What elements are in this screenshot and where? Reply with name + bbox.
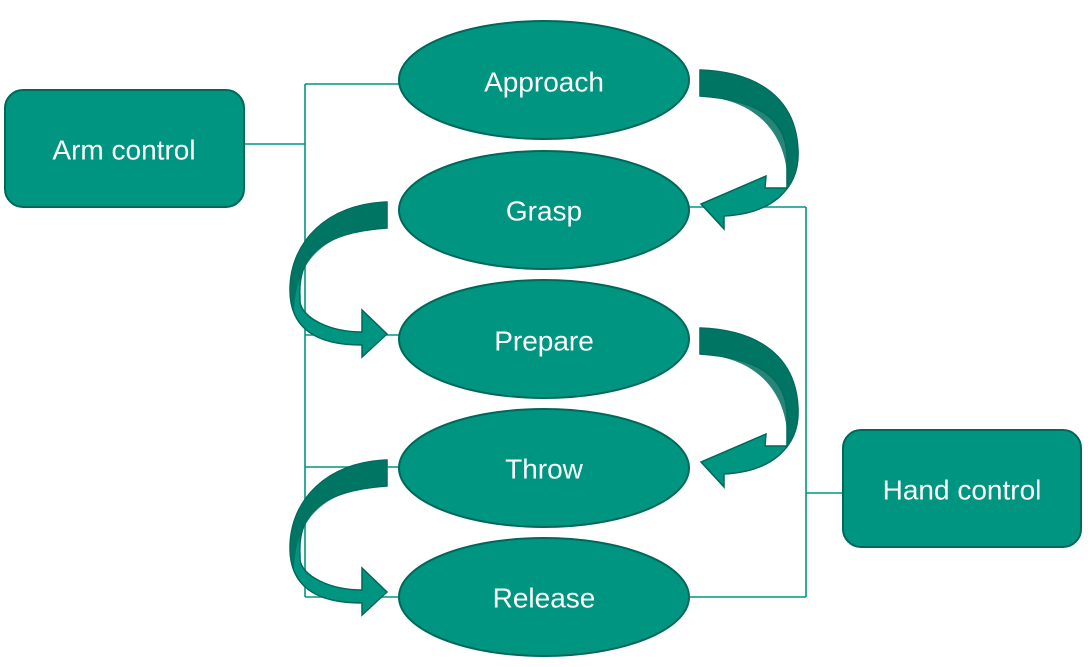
hand-connectors — [688, 206, 843, 598]
phase-throw-label: Throw — [505, 454, 584, 485]
phase-prepare-label: Prepare — [494, 326, 594, 357]
phase-approach[interactable]: Approach — [398, 20, 690, 140]
arrow-grasp-to-prepare — [289, 201, 389, 359]
arrow-throw-to-release — [289, 459, 389, 617]
phase-grasp-label: Grasp — [506, 196, 582, 227]
phase-approach-label: Approach — [484, 67, 604, 98]
arm-control-box[interactable]: Arm control — [4, 89, 245, 208]
phase-release-label: Release — [493, 583, 596, 614]
hand-control-box[interactable]: Hand control — [842, 429, 1082, 548]
phase-grasp[interactable]: Grasp — [398, 150, 690, 270]
phase-throw[interactable]: Throw — [398, 408, 690, 528]
arrow-approach-to-grasp — [699, 69, 799, 231]
arm-control-label: Arm control — [52, 135, 195, 166]
phase-release[interactable]: Release — [398, 537, 690, 657]
phase-prepare[interactable]: Prepare — [398, 279, 690, 399]
hand-control-label: Hand control — [883, 475, 1042, 506]
arrow-prepare-to-throw — [699, 327, 799, 489]
